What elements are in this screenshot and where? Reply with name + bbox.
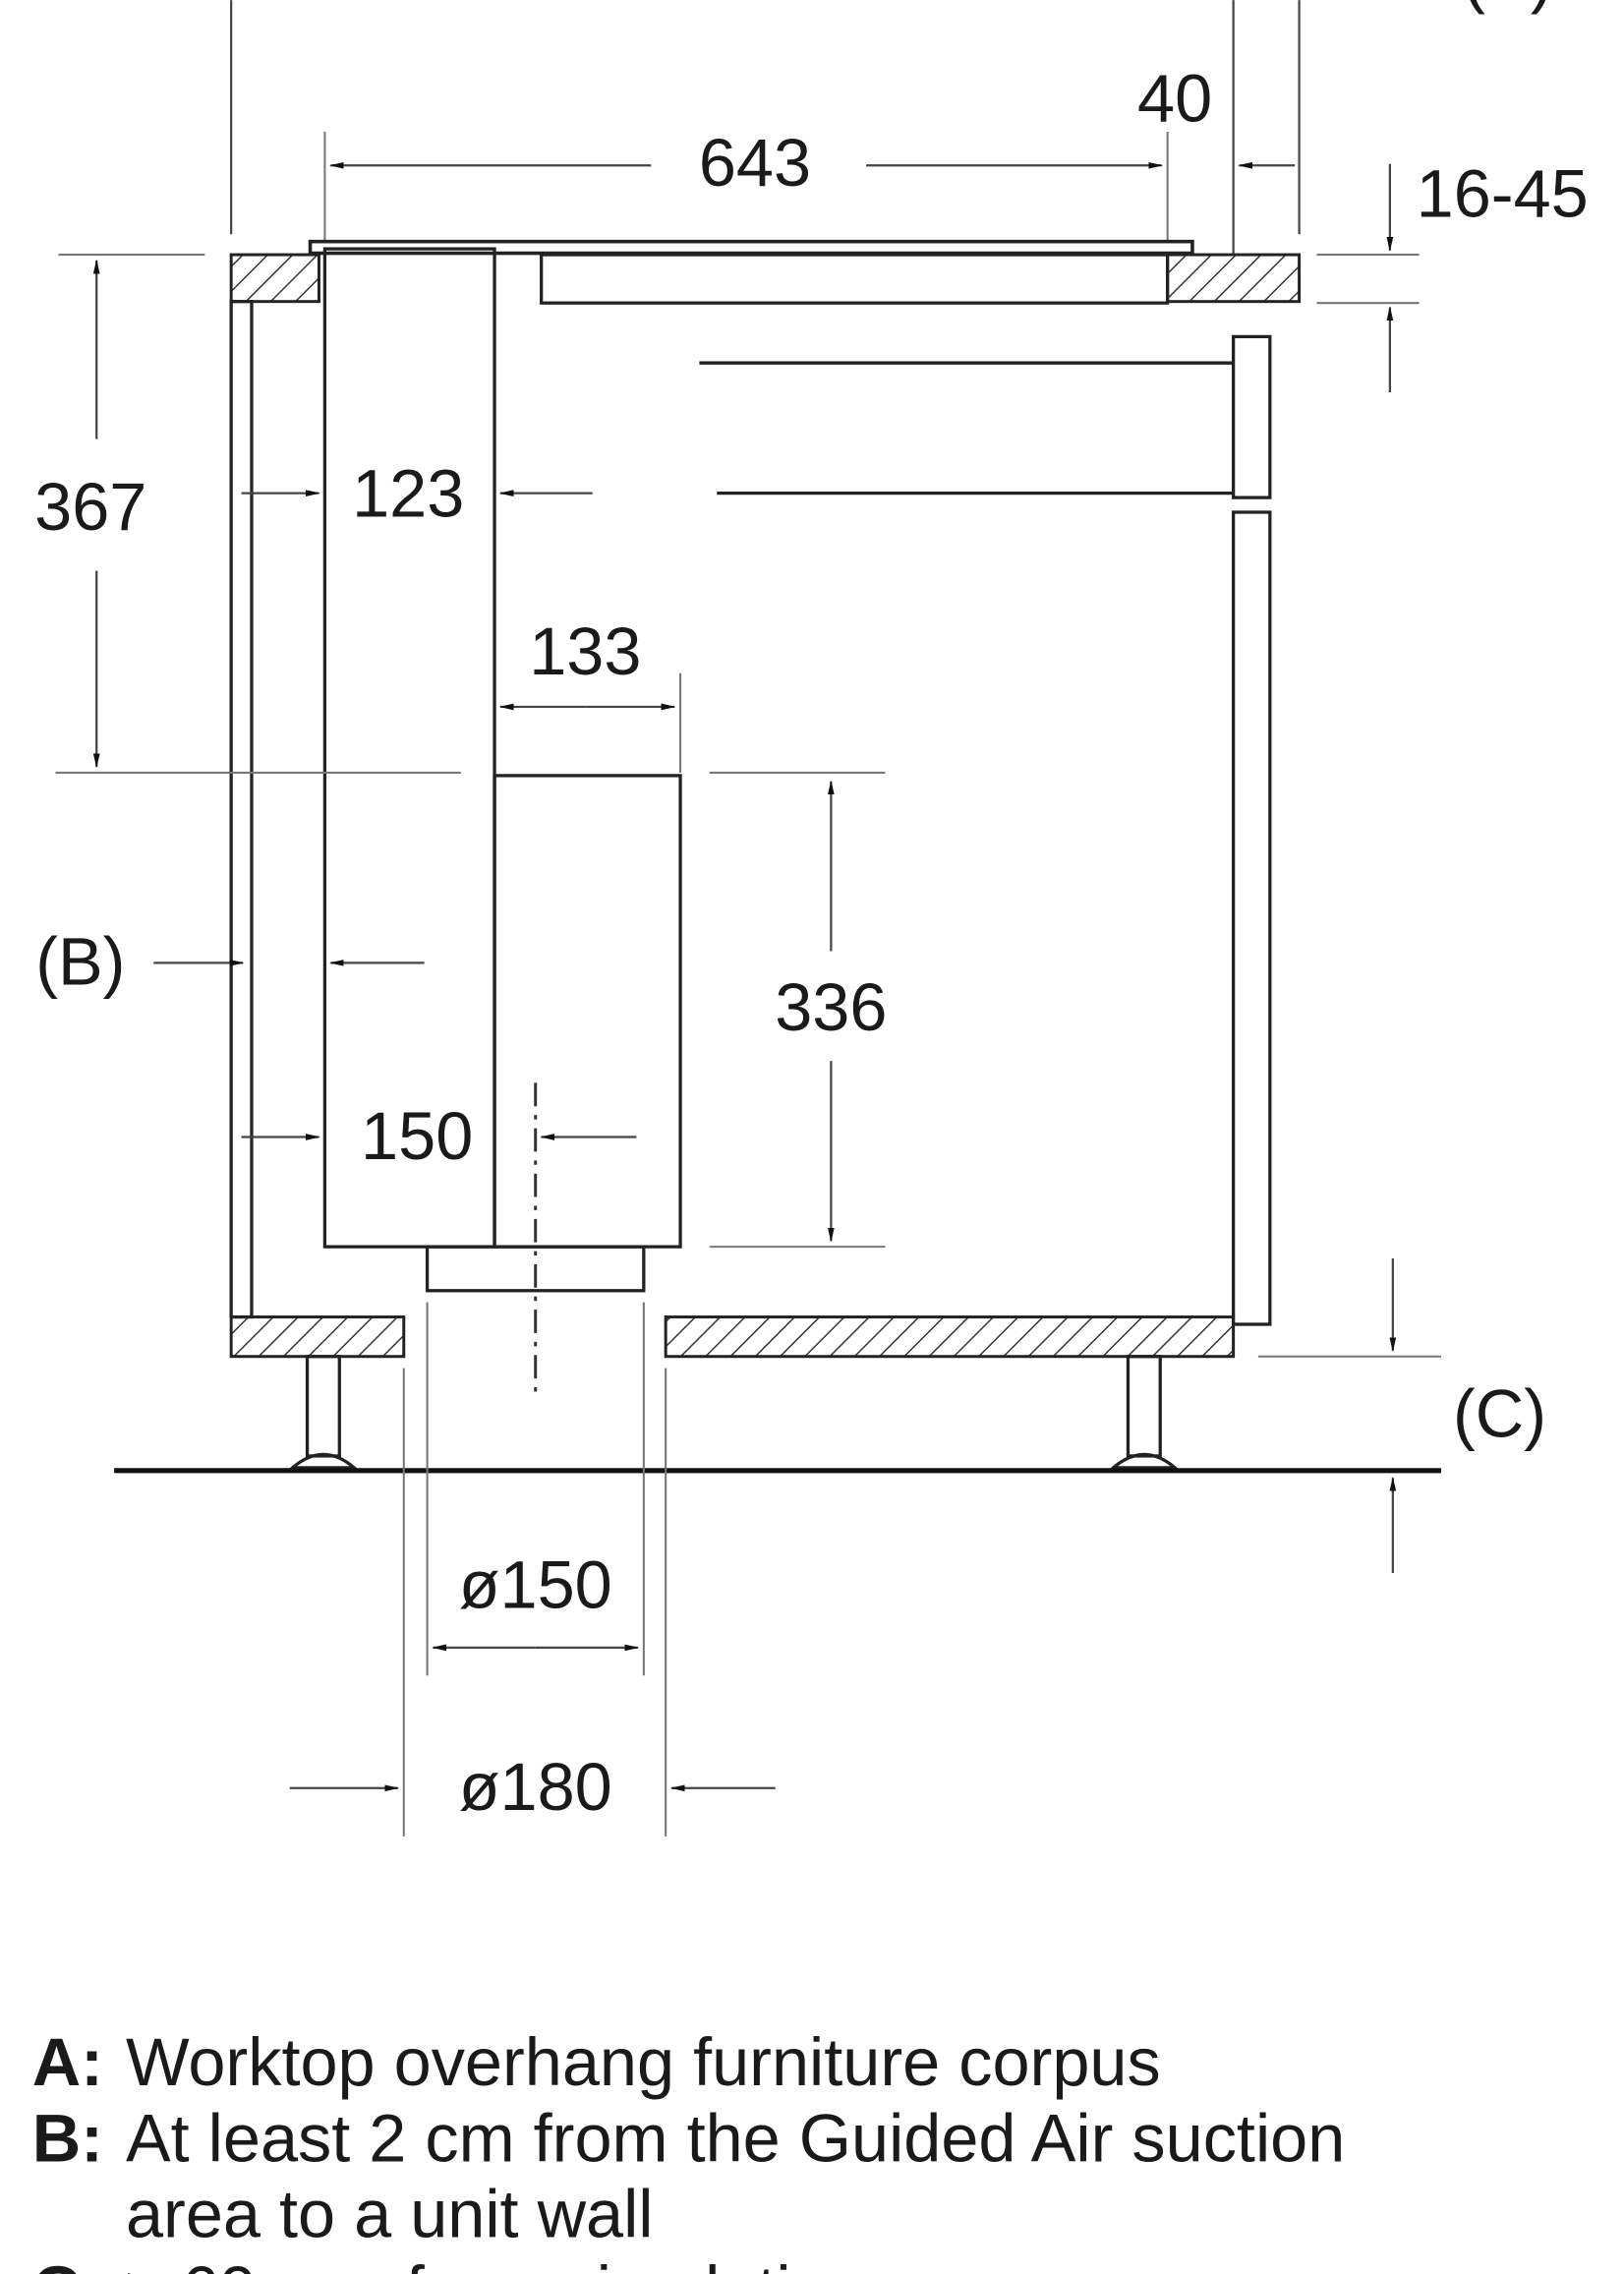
svg-text:150: 150 xyxy=(361,1098,473,1174)
downdraft-unit xyxy=(322,247,682,1398)
dim-643: 643 xyxy=(330,125,1161,201)
dim-123: 123 xyxy=(241,455,593,531)
legend-key-c: C: xyxy=(32,2252,103,2274)
label-a-top: (A) xyxy=(1463,0,1552,15)
svg-text:ø150: ø150 xyxy=(459,1547,612,1623)
legend-text-a: Worktop overhang furniture corpus xyxy=(126,2024,1161,2100)
legs xyxy=(288,1355,1180,1470)
svg-text:ø180: ø180 xyxy=(459,1749,612,1825)
dim-367: 367 xyxy=(34,254,461,774)
top-extension-lines xyxy=(230,0,1301,256)
legend-text-c: ≥ 60 mm for recirculation xyxy=(126,2252,866,2274)
svg-text:16-45: 16-45 xyxy=(1417,155,1589,231)
svg-text:(C): (C) xyxy=(1453,1376,1546,1452)
dim-outlet-diameter: ø150 xyxy=(426,1302,645,1676)
svg-text:40: 40 xyxy=(1137,61,1212,137)
dim-133: 133 xyxy=(500,613,682,773)
dim-16-45: 16-45 xyxy=(1316,155,1589,392)
svg-text:123: 123 xyxy=(352,455,464,531)
legend-key-a: A: xyxy=(32,2024,103,2100)
dim-336: 336 xyxy=(709,771,887,1249)
svg-text:133: 133 xyxy=(529,613,641,689)
legend-text-b2: area to a unit wall xyxy=(126,2177,654,2252)
svg-text:367: 367 xyxy=(34,469,146,545)
dim-40: 40 xyxy=(1137,61,1296,166)
dim-cutout-diameter: ø180 xyxy=(289,1368,776,1837)
cabinet xyxy=(229,300,1272,1359)
dim-b: (B) xyxy=(35,924,425,1000)
worktop xyxy=(229,239,1302,305)
legend-text-b: At least 2 cm from the Guided Air suctio… xyxy=(126,2100,1345,2176)
svg-text:643: 643 xyxy=(699,125,811,201)
svg-text:336: 336 xyxy=(775,969,887,1045)
legend: A: Worktop overhang furniture corpus B: … xyxy=(32,2024,1346,2274)
dim-150: 150 xyxy=(241,1098,637,1174)
dim-c: (C) xyxy=(1257,1258,1546,1574)
svg-text:(B): (B) xyxy=(35,924,125,1000)
legend-key-b: B: xyxy=(32,2100,103,2176)
b-label: (B) xyxy=(35,924,125,1000)
